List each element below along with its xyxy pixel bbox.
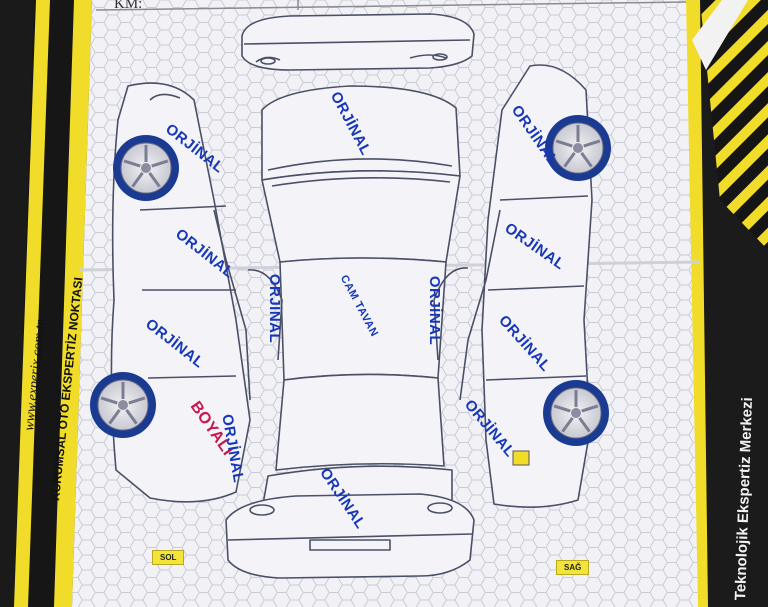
stamp-left-pillar: ORJİNAL xyxy=(266,273,284,344)
km-label: KM: xyxy=(114,0,143,12)
sol-label: SOL xyxy=(152,550,185,565)
sag-label: SAĞ xyxy=(556,560,590,575)
stamp-right-pillar: ORJİNAL xyxy=(426,275,444,346)
